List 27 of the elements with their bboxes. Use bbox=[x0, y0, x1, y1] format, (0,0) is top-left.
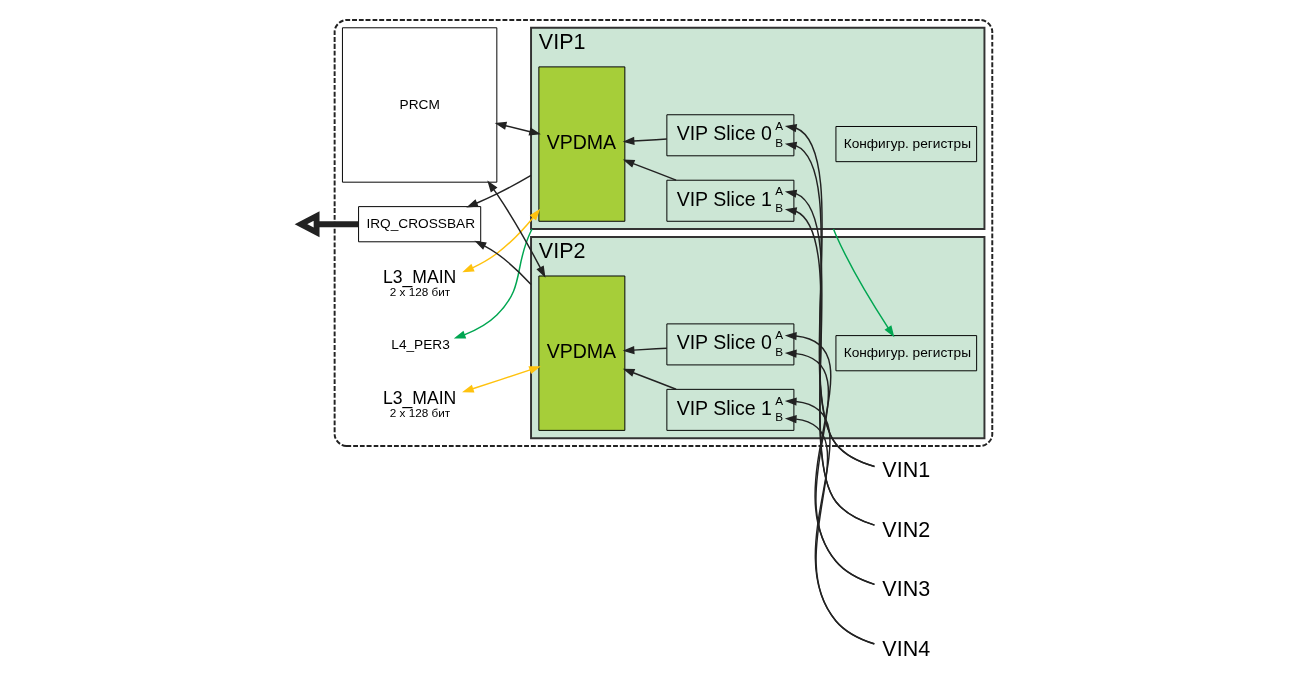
arrow bbox=[487, 180, 546, 278]
node-text: VIN3 bbox=[882, 577, 931, 602]
node-text: L3_MAIN 2 x 128 бит bbox=[383, 388, 457, 420]
node-box: PRCM bbox=[341, 27, 498, 183]
arrow bbox=[466, 174, 532, 208]
arrow bbox=[622, 346, 668, 355]
node-box: Конфигур. регистры bbox=[835, 126, 978, 163]
arrow bbox=[622, 136, 668, 146]
arrow bbox=[622, 159, 677, 181]
node-box: VPDMA bbox=[538, 66, 626, 222]
node-box: Конфигур. регистры bbox=[835, 335, 978, 372]
arrow bbox=[494, 121, 541, 136]
node-text: VIN2 bbox=[882, 517, 931, 542]
node-box: IRQ_CROSSBAR bbox=[358, 206, 482, 243]
node-box: VPDMA bbox=[538, 275, 626, 431]
arrow bbox=[622, 368, 677, 390]
arrow bbox=[453, 228, 533, 339]
arrow bbox=[462, 366, 541, 393]
cluster bbox=[333, 19, 994, 447]
node-text: L4_PER3 bbox=[391, 336, 450, 352]
arrow bbox=[462, 208, 541, 273]
arrow bbox=[474, 240, 532, 286]
node-text: L3_MAIN 2 x 128 бит bbox=[383, 267, 457, 299]
node-text: VIN4 bbox=[882, 636, 931, 661]
arrow bbox=[294, 211, 359, 238]
arrow bbox=[832, 228, 895, 338]
node-text: VIN1 bbox=[882, 457, 931, 482]
